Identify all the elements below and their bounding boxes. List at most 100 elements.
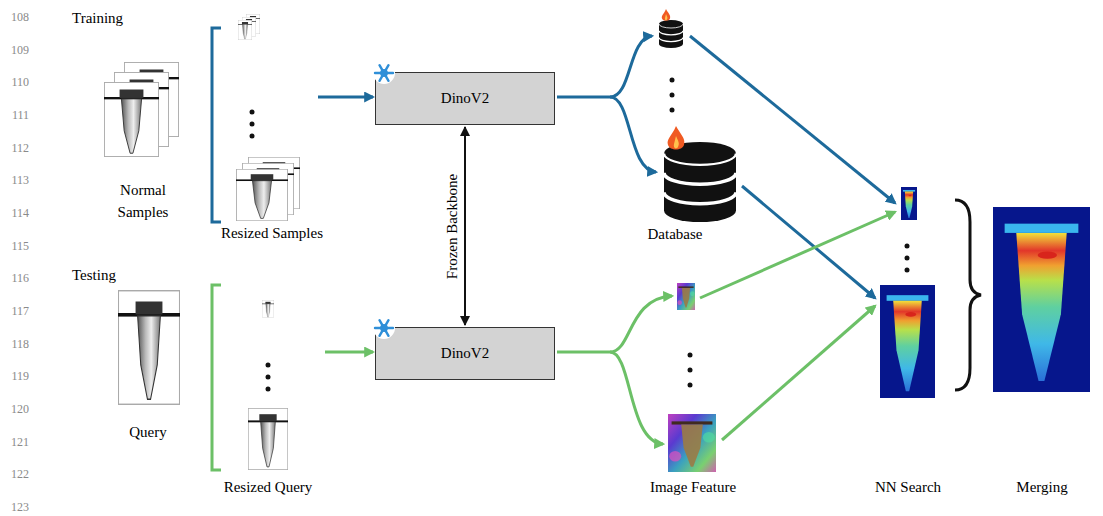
line-number: 115 (11, 235, 29, 257)
caption: Merging (1016, 476, 1067, 498)
frozen-icon (372, 61, 396, 85)
frozen-icon (372, 316, 396, 340)
line-number: 121 (11, 431, 29, 453)
art-part (266, 363, 271, 368)
ellipsis-dots (250, 110, 255, 139)
merged-map (993, 207, 1090, 392)
line-number: 116 (11, 267, 29, 289)
caption: Normal Samples (106, 179, 181, 223)
anomaly-map (901, 187, 917, 220)
line-number: 111 (12, 104, 29, 126)
anomaly-map (880, 285, 935, 398)
flow-arrow (557, 296, 672, 352)
flow-arrow (610, 352, 663, 444)
box-label: DinoV2 (441, 90, 489, 107)
line-number: 109 (11, 39, 29, 61)
art-part (670, 93, 675, 98)
caption: NN Search (875, 476, 941, 498)
database-icon (659, 9, 683, 48)
line-number: 114 (11, 202, 29, 224)
art-part (250, 122, 255, 127)
art-part (250, 110, 255, 115)
flow-arrow (557, 36, 652, 97)
art-part (250, 134, 255, 139)
art-part (659, 20, 683, 48)
art-part (664, 142, 736, 222)
search-arrow (690, 36, 895, 203)
art-part (266, 375, 271, 380)
art-part (688, 368, 693, 373)
flow-arrow (325, 351, 373, 354)
panel-fill (65, 262, 793, 512)
panel-ground (65, 5, 793, 255)
connector-label: Frozen Backbone (444, 173, 461, 278)
frozen-icon-core (381, 70, 387, 76)
brace (955, 200, 981, 390)
frozen-icon-ground (373, 317, 395, 339)
art-part (688, 383, 693, 388)
line-number: 123 (11, 496, 29, 516)
art-part (662, 9, 670, 21)
search-arrow (700, 212, 895, 298)
art-part (266, 387, 271, 392)
caption: Database (648, 223, 703, 245)
query-image (118, 291, 180, 405)
feature-map (677, 283, 695, 310)
line-number: 110 (11, 71, 29, 93)
box-label: DinoV2 (441, 345, 489, 362)
resized-query-small (262, 300, 274, 318)
art-part (905, 268, 910, 273)
line-number: 122 (11, 463, 29, 485)
normal-sample-stack (104, 62, 179, 156)
connector-arrow (464, 127, 466, 325)
backbone-box: DinoV2 (375, 327, 555, 380)
art-part (104, 82, 159, 156)
ellipsis-dots (266, 363, 271, 392)
frozen-icon-arm (380, 65, 389, 81)
frozen-icon-arm (380, 320, 389, 336)
ellipsis-dots (905, 244, 910, 273)
ellipsis-dots (670, 78, 675, 113)
caption: Image Feature (650, 476, 736, 498)
art-part (905, 244, 910, 249)
line-number: 117 (11, 300, 29, 322)
panel-heading: Training (72, 10, 123, 27)
line-number: 112 (11, 137, 29, 159)
testing-panel: TestingDinoV2 (65, 262, 793, 512)
art-part (238, 20, 252, 40)
bracket (212, 28, 221, 222)
caption: Query (129, 421, 167, 443)
search-arrow (722, 306, 875, 440)
line-number: 118 (11, 333, 29, 355)
art-part (688, 353, 693, 358)
flow-arrow (610, 97, 656, 172)
panel-heading: Testing (72, 267, 116, 284)
art-part (905, 256, 910, 261)
frozen-icon-arm (380, 65, 389, 81)
line-number: 108 (11, 6, 29, 28)
search-arrow (742, 186, 875, 298)
panel-fill (65, 5, 793, 255)
bracket (212, 285, 221, 470)
backbone-box: DinoV2 (375, 72, 555, 125)
frozen-icon-arm (380, 320, 389, 336)
line-number: 113 (11, 169, 29, 191)
resized-query-large (248, 408, 288, 469)
frozen-icon-core (381, 325, 387, 331)
training-panel: TrainingDinoV2 (65, 5, 793, 255)
resized-sample-large (236, 157, 300, 220)
art-part (670, 108, 675, 113)
caption: Resized Query (224, 476, 313, 498)
frozen-icon-ground (373, 62, 395, 84)
panel-ground (65, 262, 793, 512)
flow-arrow (318, 96, 373, 99)
resized-sample-small (238, 14, 260, 40)
ellipsis-dots (688, 353, 693, 388)
art-part (670, 78, 675, 83)
caption: Resized Samples (221, 222, 323, 244)
line-number: 119 (11, 365, 29, 387)
art-part (236, 169, 288, 220)
database-icon (664, 126, 736, 222)
line-number: 120 (11, 398, 29, 420)
feature-map (668, 414, 716, 472)
